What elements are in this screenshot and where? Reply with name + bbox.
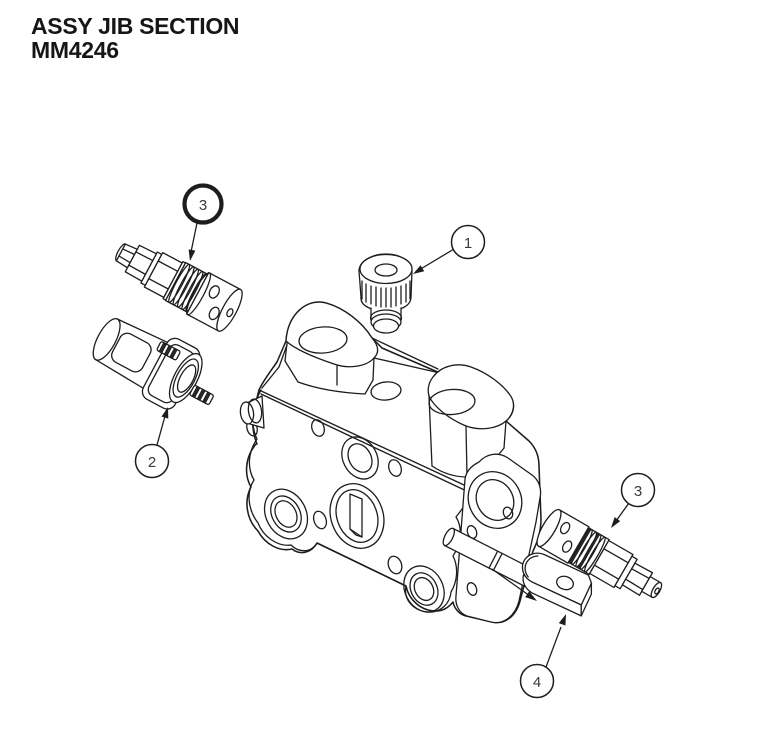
- part-link-bracket: [521, 552, 593, 617]
- part-cartridge-right: [536, 508, 663, 599]
- part-cartridge-upper-left: [115, 243, 243, 332]
- bracket-annotation-arrow: [491, 568, 537, 601]
- callout-3-right-ring[interactable]: [620, 472, 656, 508]
- gasket-face-ports: [246, 419, 445, 613]
- callout-1[interactable]: 1: [413, 224, 486, 275]
- part-knob-cap: [358, 253, 413, 334]
- callout-3-upper[interactable]: 3: [182, 183, 224, 262]
- callout-2-number: 2: [148, 454, 156, 471]
- assembly-number: MM4246: [31, 37, 119, 63]
- body-side-port-stub: [239, 395, 265, 429]
- callout-4-ring[interactable]: [519, 663, 555, 699]
- callout-3-upper-ring[interactable]: [182, 183, 224, 225]
- assembly-name: ASSY JIB SECTION: [31, 13, 240, 39]
- part-solenoid-coil: [92, 317, 214, 410]
- callout-1-ring[interactable]: [450, 224, 486, 260]
- deck-port-hole: [370, 381, 402, 401]
- callout-4[interactable]: 4: [519, 614, 567, 699]
- drawing-title: ASSY JIB SECTION MM4246: [31, 13, 240, 63]
- callout-3-upper-number: 3: [199, 197, 207, 214]
- callout-1-number: 1: [464, 235, 472, 252]
- callout-2[interactable]: 2: [134, 407, 170, 479]
- coil-terminal-stud-bottom: [189, 385, 214, 405]
- callout-4-number: 4: [533, 674, 541, 691]
- callout-3-right[interactable]: 3: [611, 472, 656, 529]
- body-boss-right: [427, 364, 515, 478]
- body-boss-left: [284, 301, 379, 395]
- valve-body: [239, 301, 542, 624]
- coil-terminal-stud-top: [156, 341, 181, 361]
- callout-2-ring[interactable]: [134, 443, 170, 479]
- callout-3-right-number: 3: [634, 483, 642, 500]
